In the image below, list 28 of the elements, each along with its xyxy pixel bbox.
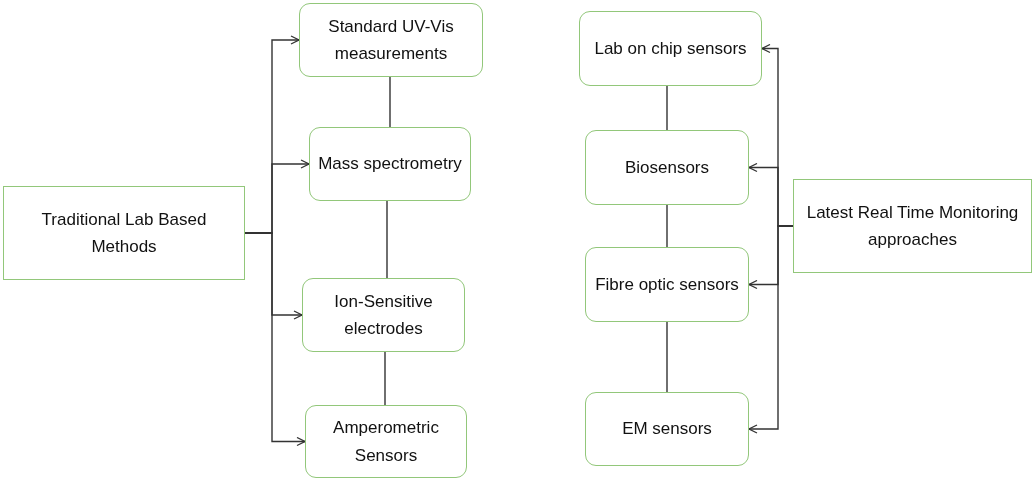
node-label: Ion-Sensitive electrodes	[333, 290, 434, 340]
arrow	[244, 232, 306, 447]
method-box	[305, 405, 467, 478]
node-label: Latest Real Time Monitoring approaches	[805, 201, 1020, 251]
category-box	[3, 186, 245, 280]
node-label: Lab on chip sensors	[594, 37, 747, 60]
connector-line	[666, 321, 668, 393]
connector-line	[666, 85, 668, 131]
method-box	[302, 278, 465, 352]
method-box	[585, 392, 749, 466]
node-label: Biosensors	[624, 156, 710, 179]
node-label: Traditional Lab Based Methods	[40, 208, 208, 258]
method-box	[585, 247, 749, 322]
connector-line	[384, 351, 386, 406]
connector-line	[666, 204, 668, 248]
node-label: Fibre optic sensors	[595, 273, 739, 296]
connector-line	[389, 76, 391, 128]
method-box	[585, 130, 749, 205]
arrow	[748, 225, 794, 434]
node-label: Mass spectrometry	[318, 153, 462, 176]
method-box	[299, 3, 483, 77]
method-box	[309, 127, 471, 201]
connector-line	[386, 200, 388, 279]
category-box	[793, 179, 1032, 273]
node-label: EM sensors	[622, 418, 712, 441]
node-label: Amperometric Sensors	[332, 417, 440, 467]
method-box	[579, 11, 762, 86]
node-label: Standard UV-Vis measurements	[327, 15, 455, 65]
